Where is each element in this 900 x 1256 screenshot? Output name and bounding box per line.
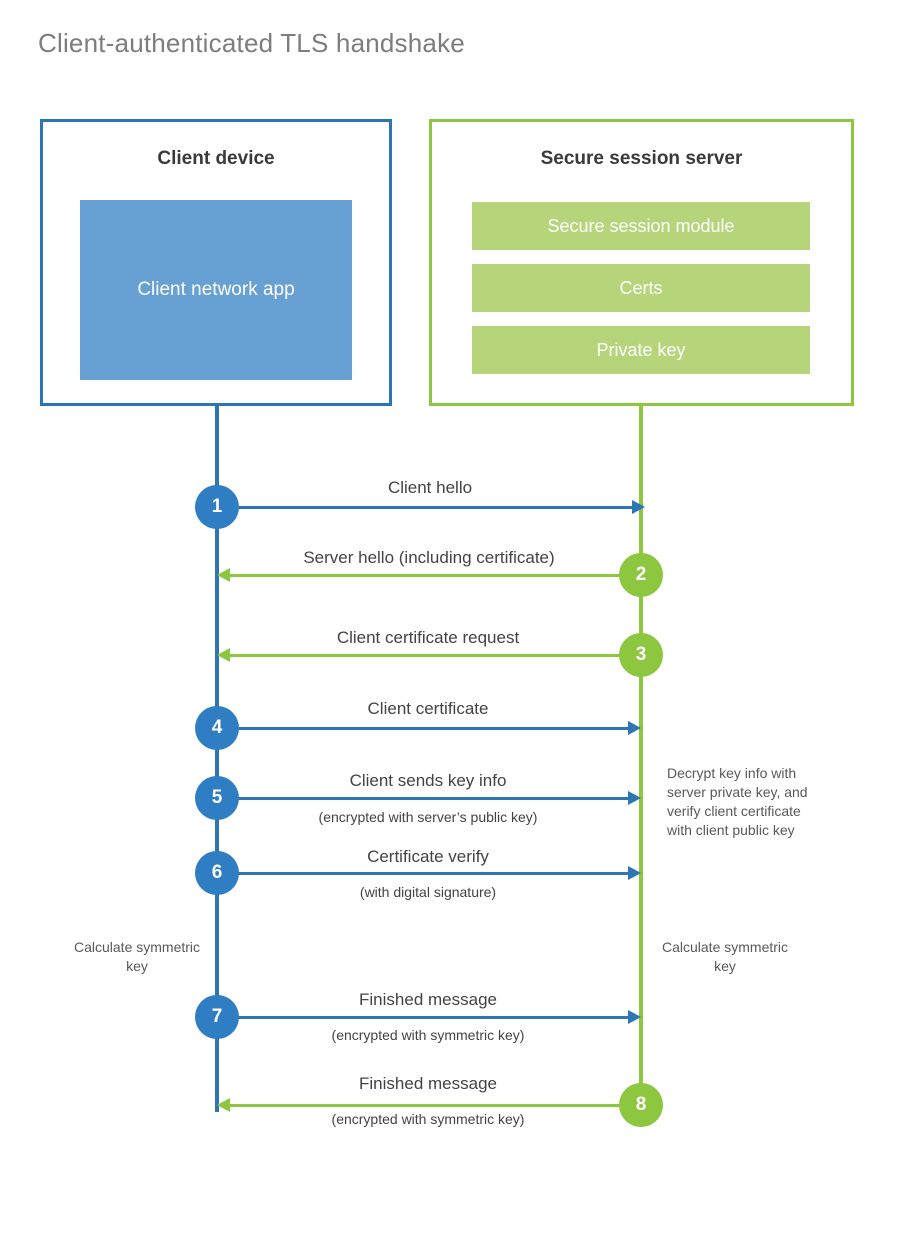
message-line-2 [230,574,641,577]
arrow-head-left-2 [217,568,230,582]
message-line-7 [217,1016,628,1019]
arrow-head-right-4 [628,721,641,735]
message-label-3: Client certificate request [336,628,520,647]
arrow-head-right-5 [628,791,641,805]
step-badge-5: 5 [195,776,239,820]
message-line-5 [217,797,628,800]
client-device-box: Client device Client network app [40,119,392,406]
step-badge-7: 7 [195,995,239,1039]
message-line-3 [230,654,641,657]
message-label-1: Client hello [387,478,473,497]
message-line-6 [217,872,628,875]
server-component-certs: Certs [472,264,810,312]
arrow-head-left-3 [217,648,230,662]
message-label-8: Finished message [359,1074,497,1093]
step-badge-3: 3 [619,633,663,677]
message-label-6: Certificate verify [367,847,489,866]
server-components-list: Secure session module Certs Private key [472,202,810,388]
client-calculate-symmetric-key-note: Calculate symmetric key [73,939,201,974]
step-badge-8: 8 [619,1083,663,1127]
server-decrypt-note: Decrypt key info with server private key… [667,765,808,838]
client-lifeline [215,406,219,1112]
server-component-private-key: Private key [472,326,810,374]
arrow-head-right-7 [628,1010,641,1024]
server-calculate-symmetric-key-note: Calculate symmetric key [661,939,789,974]
step-badge-4: 4 [195,706,239,750]
message-label-5: Client sends key info [349,771,507,790]
message-sublabel-5: (encrypted with server’s public key) [318,809,538,825]
page-title: Client-authenticated TLS handshake [38,28,465,58]
server-component-secure-session-module: Secure session module [472,202,810,250]
step-badge-1: 1 [195,485,239,529]
server-lifeline [639,406,643,1106]
message-line-1 [217,506,632,509]
message-sublabel-8: (encrypted with symmetric key) [331,1111,525,1127]
arrow-head-left-8 [217,1098,230,1112]
secure-session-server-title: Secure session server [540,148,743,169]
message-sublabel-6: (with digital signature) [359,884,497,900]
arrow-head-right-6 [628,866,641,880]
message-label-2: Server hello (including certificate) [303,548,555,567]
message-sublabel-7: (encrypted with symmetric key) [331,1027,525,1043]
message-line-4 [217,727,628,730]
secure-session-server-box: Secure session server Secure session mod… [429,119,854,406]
arrow-head-right-1 [632,500,645,514]
message-label-7: Finished message [359,990,497,1009]
client-network-app-block: Client network app [80,200,352,380]
message-label-4: Client certificate [367,699,489,718]
client-device-title: Client device [157,148,275,169]
step-badge-6: 6 [195,851,239,895]
message-line-8 [230,1104,641,1107]
step-badge-2: 2 [619,553,663,597]
